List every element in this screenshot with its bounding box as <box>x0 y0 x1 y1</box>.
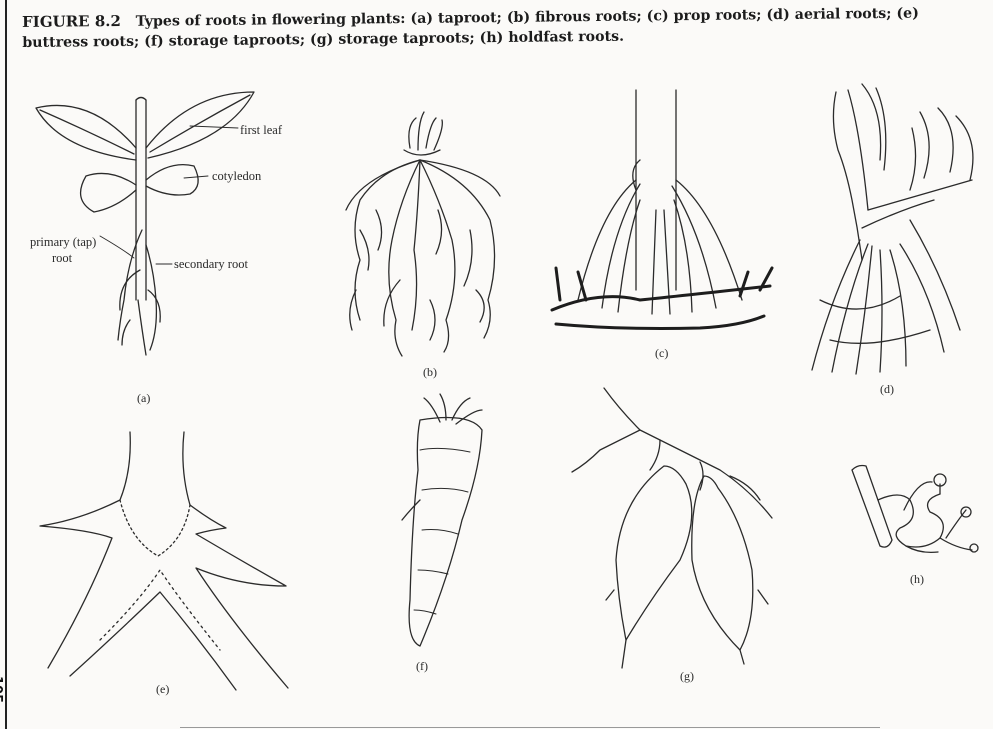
panel-h-label: (h) <box>910 572 924 586</box>
panel-g-sweet-potato-illustration <box>572 388 772 668</box>
panel-g-label: (g) <box>680 669 694 683</box>
label-first-leaf: first leaf <box>240 123 283 137</box>
panel-f-carrot-illustration <box>402 394 482 646</box>
panel-f-label: (f) <box>416 659 428 673</box>
panel-c-prop-roots-illustration <box>552 90 772 329</box>
panel-e-label: (e) <box>156 682 169 696</box>
panel-b-label: (b) <box>423 365 437 379</box>
panel-b-fibrous-roots-illustration <box>346 112 500 356</box>
panel-e-buttress-roots-illustration <box>40 432 288 690</box>
label-cotyledon: cotyledon <box>212 169 262 183</box>
panel-a-taproot-illustration <box>36 92 254 355</box>
label-primary-tap-root-line2: root <box>52 251 73 265</box>
panel-h-holdfast-roots-illustration <box>852 466 978 553</box>
panel-d-label: (d) <box>880 382 894 396</box>
label-secondary-root: secondary root <box>174 257 248 271</box>
bottom-divider <box>180 727 880 728</box>
panel-a-label: (a) <box>137 391 150 405</box>
label-primary-tap-root-line1: primary (tap) <box>30 235 96 249</box>
panel-d-aerial-roots-illustration <box>812 84 973 374</box>
panel-c-label: (c) <box>655 346 668 360</box>
page-number: 105 <box>0 676 4 698</box>
